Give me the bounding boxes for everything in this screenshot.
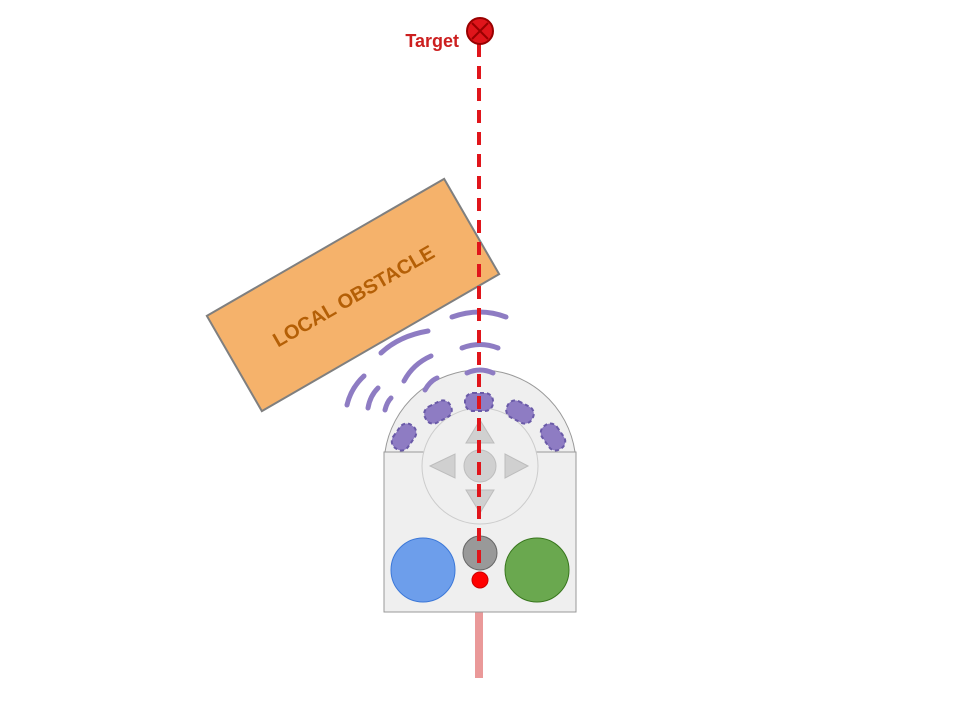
diagonal-sensor-wave bbox=[378, 328, 431, 356]
robot bbox=[383, 369, 577, 613]
front-sensor-wave bbox=[459, 342, 501, 351]
left-sensor-wave bbox=[382, 395, 394, 413]
diagonal-sensor-wave bbox=[401, 353, 434, 384]
left-sensor-wave bbox=[365, 385, 381, 411]
green-wheel-icon bbox=[504, 537, 570, 603]
target-label: Target bbox=[405, 31, 459, 51]
left-sensor-wave bbox=[344, 373, 367, 408]
crossed-circle-icon bbox=[466, 17, 494, 45]
left-triangle-icon bbox=[428, 453, 456, 479]
robot-position-dot bbox=[471, 571, 489, 589]
front-sensor-wave bbox=[464, 367, 496, 376]
right-triangle-icon bbox=[504, 453, 530, 479]
sensor-waves bbox=[344, 309, 509, 413]
diagonal-sensor-wave bbox=[422, 375, 440, 393]
bumper-sensors bbox=[390, 392, 567, 452]
blue-wheel-icon bbox=[390, 537, 456, 603]
